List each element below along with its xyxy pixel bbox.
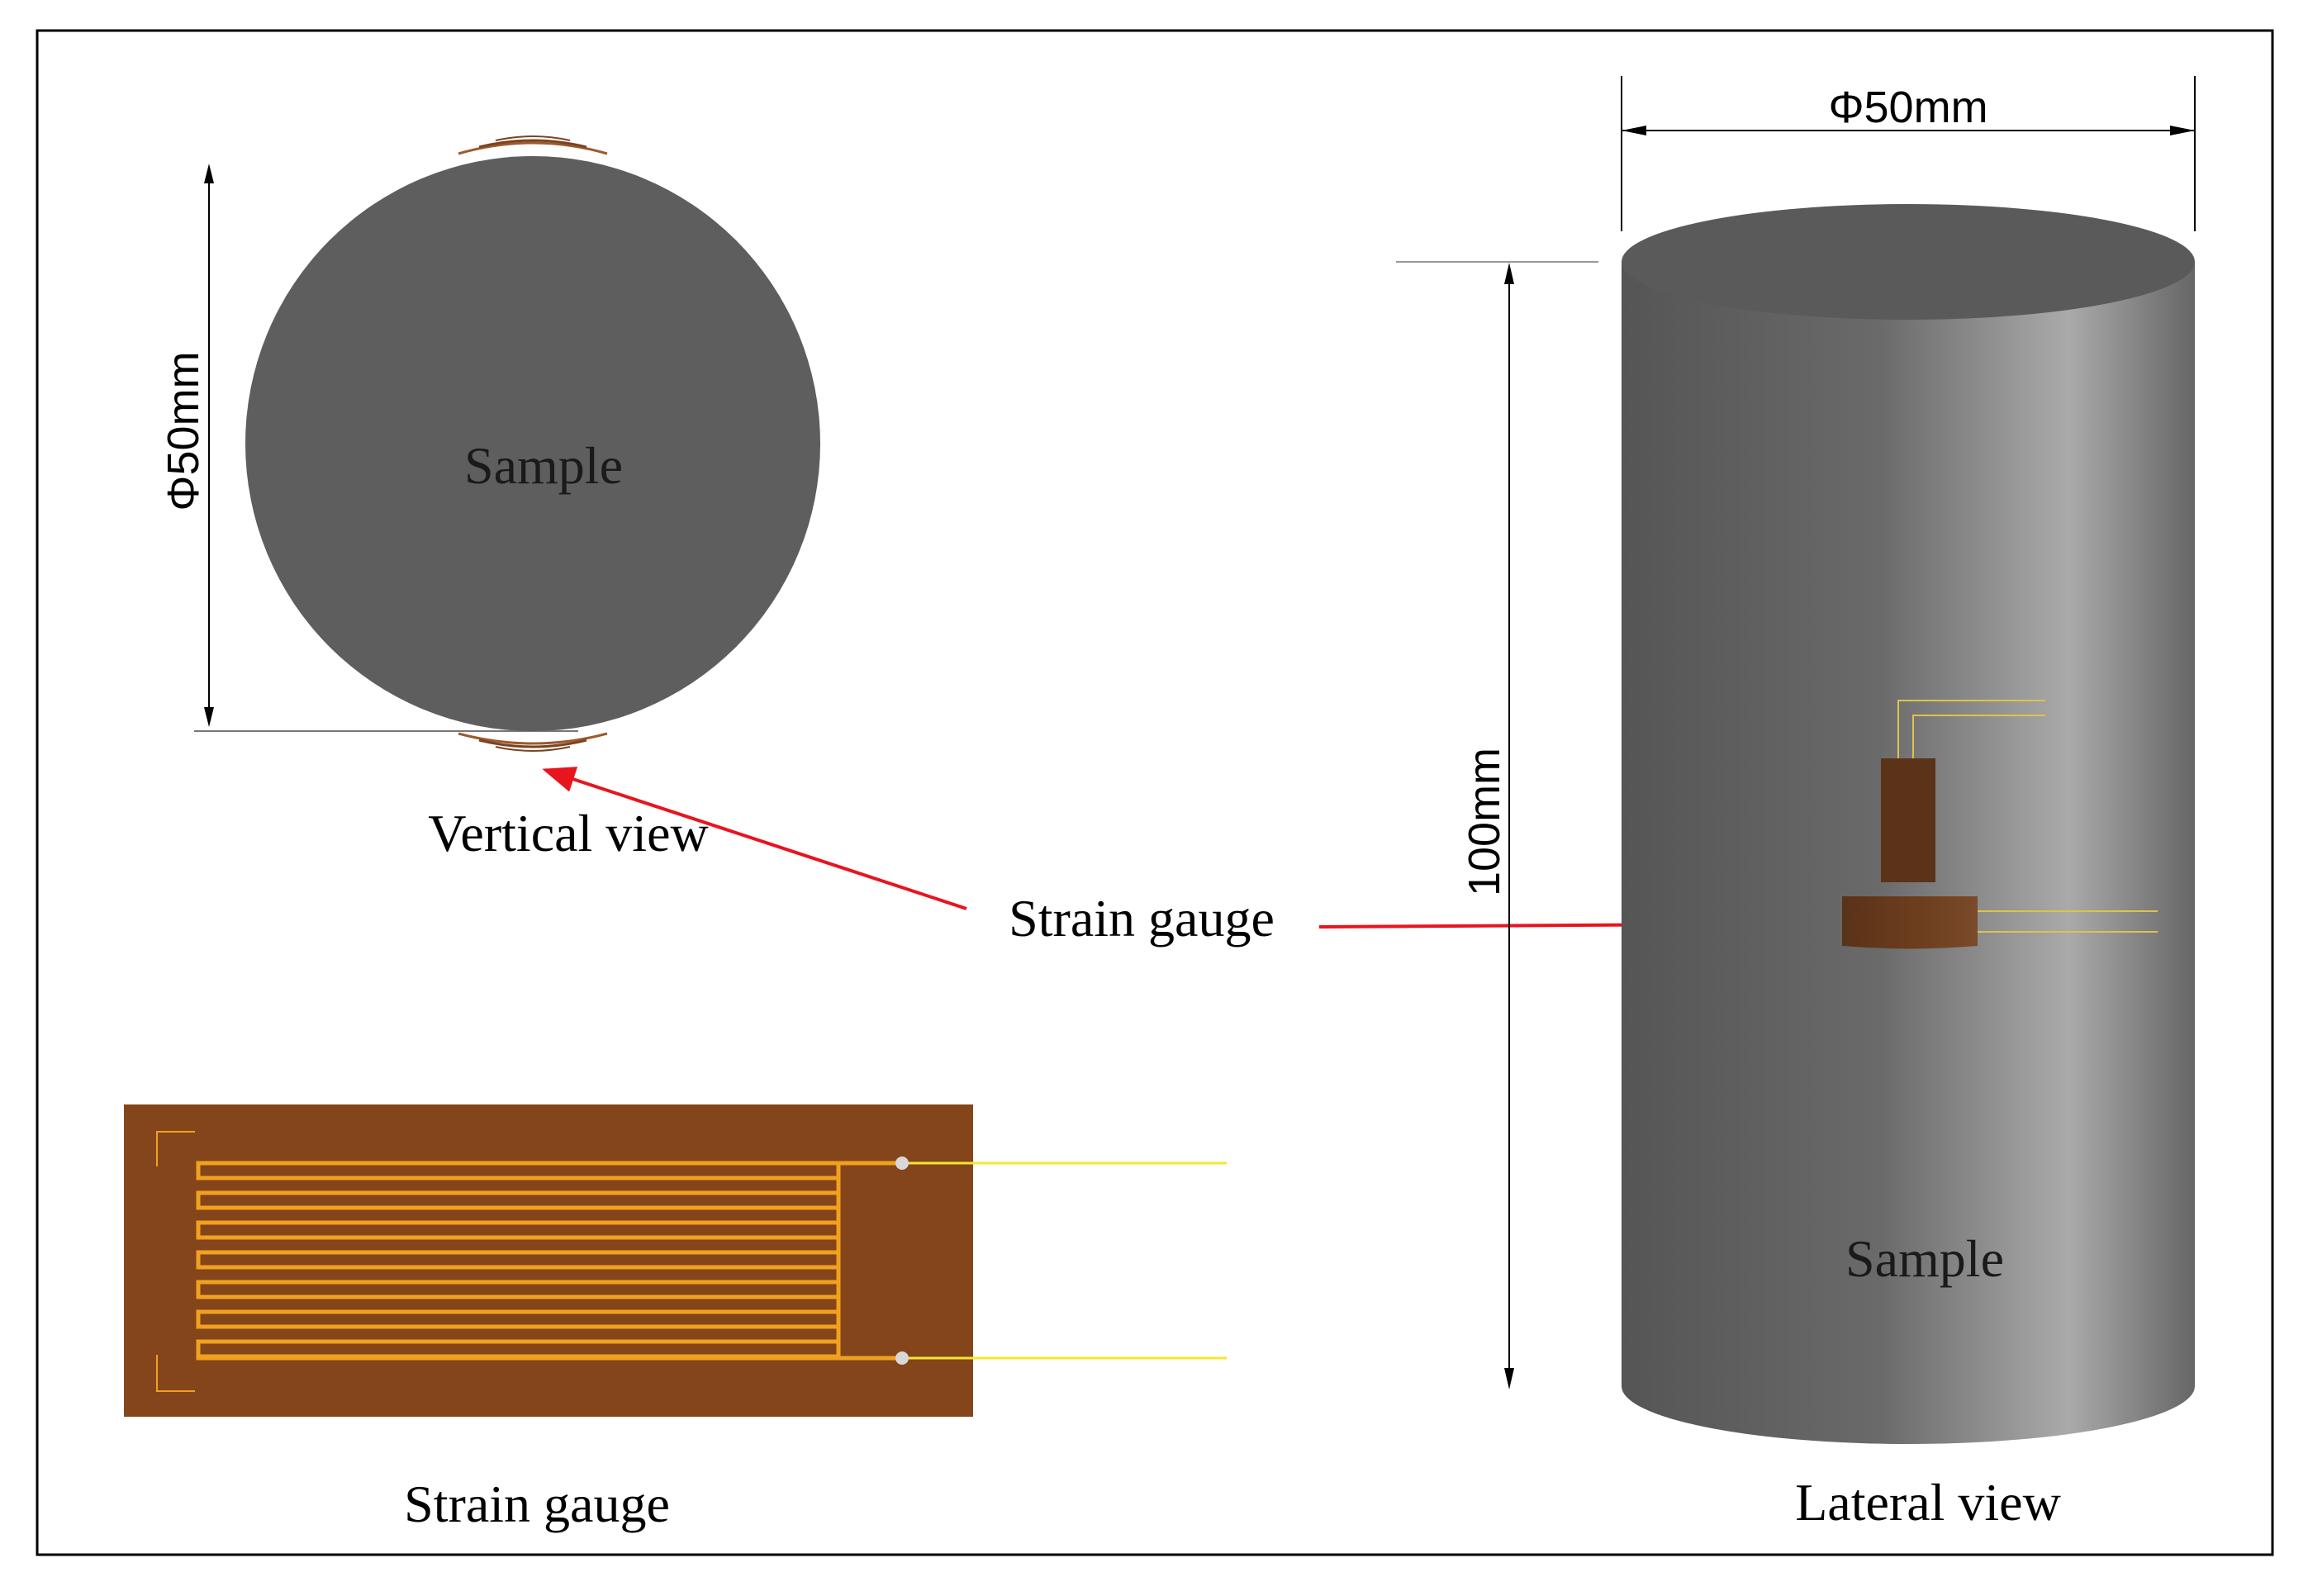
lateral-view: Φ50mm 100mm Sample Lateral view	[1396, 76, 2196, 1532]
attached-gauge-horizontal	[1842, 896, 1978, 949]
callout-label: Strain gauge	[1009, 889, 1275, 948]
alignment-mark-top	[156, 1131, 195, 1166]
gauge-arc-top-outer	[495, 135, 571, 141]
cylinder-top-face	[1622, 204, 2195, 320]
alignment-mark-bottom	[156, 1355, 195, 1392]
strain-gauge-callout: Strain gauge	[542, 767, 1837, 948]
side-view-sample-label: Sample	[1845, 1229, 2004, 1288]
solder-point-bottom	[895, 1351, 909, 1365]
height-arrow-up	[1504, 263, 1514, 284]
vertical-view-caption: Vertical view	[428, 804, 708, 862]
solder-point-top	[895, 1157, 909, 1170]
detail-caption: Strain gauge	[404, 1475, 670, 1533]
gauge-arc-bottom	[458, 732, 608, 745]
gauge-arc-bottom-outer	[495, 746, 571, 752]
attached-gauge-vertical	[1881, 758, 1935, 882]
gauge-grid	[196, 1161, 900, 1361]
dim-arrow-left	[1622, 126, 1646, 135]
lead-wire-vertical-gauge-2	[1912, 715, 2045, 760]
side-view-height-label: 100mm	[1460, 748, 1509, 896]
top-view-diameter-label: Φ50mm	[159, 351, 208, 511]
gauge-arc-bottom-inner	[478, 739, 587, 748]
vertical-view: Sample Φ50mm Vertical view	[159, 135, 820, 862]
callout-arrow-left	[542, 767, 967, 910]
side-view-diameter-label: Φ50mm	[1828, 83, 1987, 132]
gauge-arc-top-inner	[478, 139, 587, 149]
outer-frame	[36, 29, 2274, 1556]
gauge-arc-top	[458, 141, 608, 155]
sample-circle	[245, 156, 820, 731]
top-view-sample-label: Sample	[464, 436, 623, 495]
dim-arrow-right	[2170, 126, 2195, 135]
dim-arrow-down	[204, 707, 214, 727]
dim-arrow-up	[204, 164, 214, 183]
lateral-view-caption: Lateral view	[1795, 1473, 2061, 1532]
gauge-backing	[124, 1104, 973, 1417]
height-arrow-down	[1504, 1368, 1514, 1389]
strain-gauge-detail: Strain gauge	[124, 1104, 1227, 1533]
lead-wire-vertical-gauge	[1897, 700, 2045, 760]
